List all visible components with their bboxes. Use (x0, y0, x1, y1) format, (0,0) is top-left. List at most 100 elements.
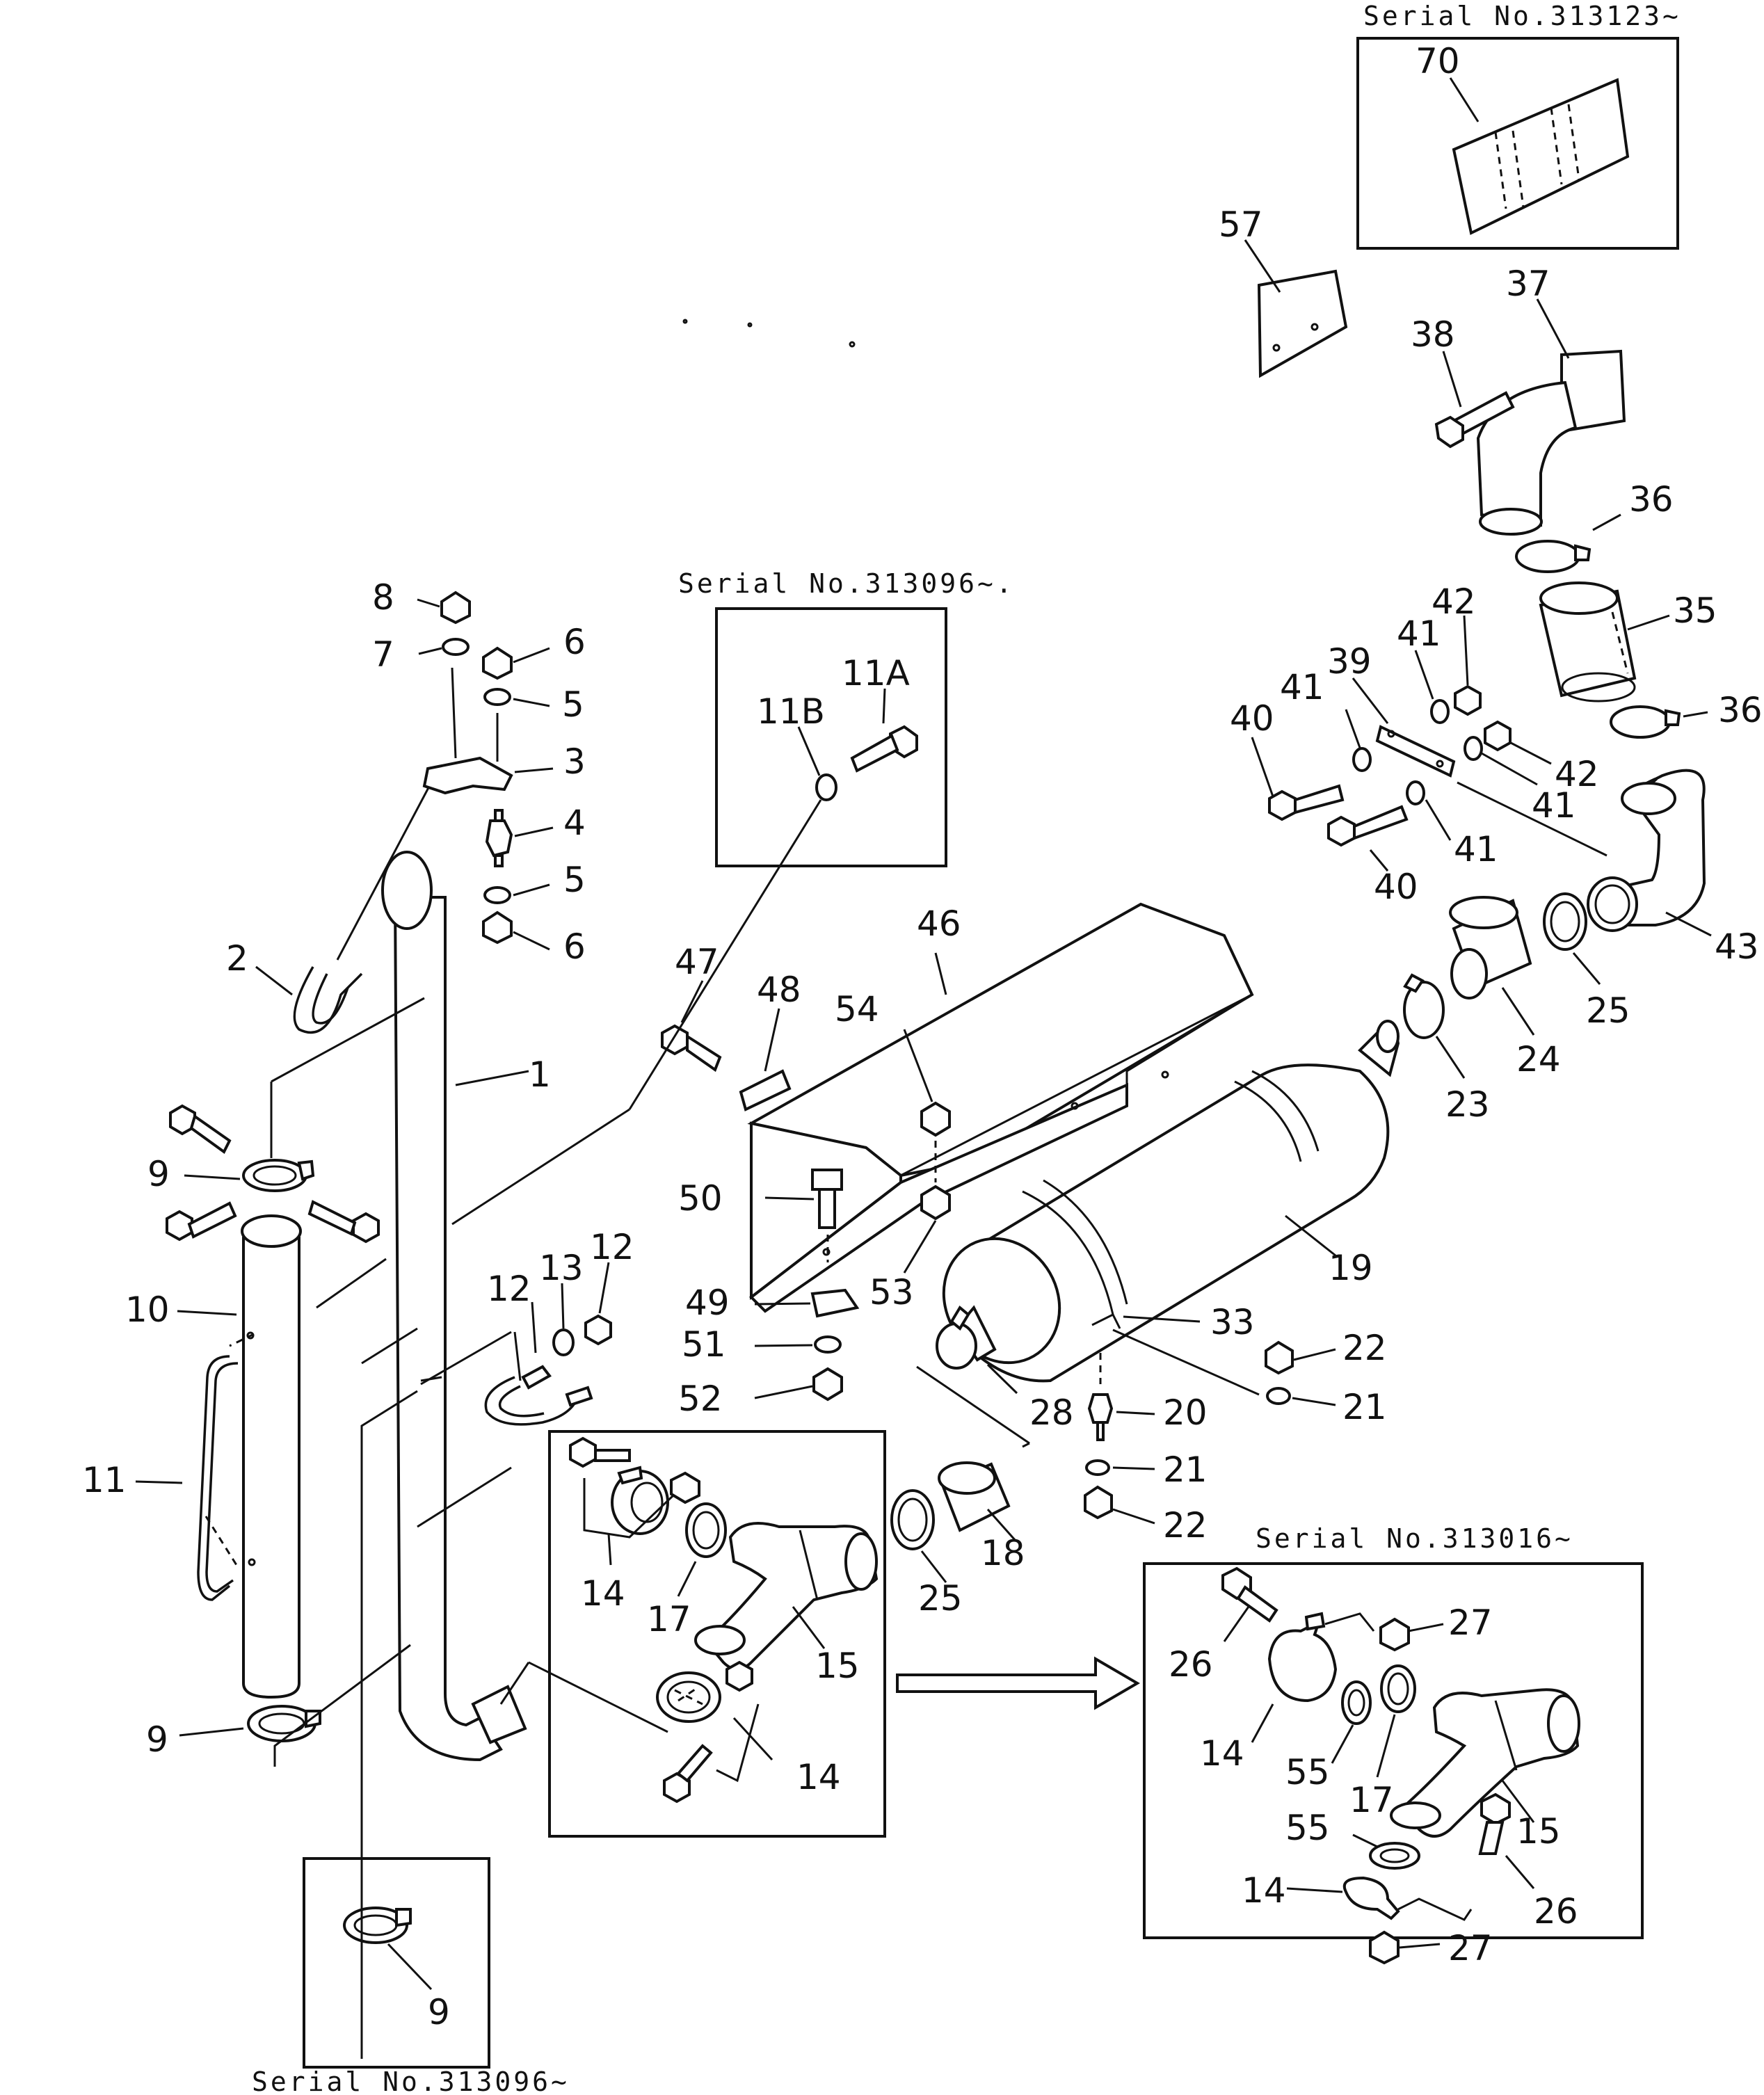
callout-37: 37 (1506, 264, 1550, 304)
callout-27b: 27 (1448, 1928, 1493, 1968)
part-5-washer-lower (483, 886, 511, 904)
callout-11a: 11A (842, 653, 910, 693)
part-26-bolt-lower (1478, 1792, 1511, 1855)
part-9-clamp-upper (242, 1159, 315, 1192)
callout-27a: 27 (1448, 1603, 1493, 1643)
callout-49: 49 (685, 1283, 730, 1323)
callout-11b: 11B (757, 691, 825, 732)
part-22-nut-lower (1084, 1485, 1113, 1520)
callout-36b: 36 (1718, 690, 1763, 730)
callout-9b: 9 (146, 1719, 168, 1760)
part-5-washer-upper (483, 688, 511, 706)
callout-12a: 12 (590, 1227, 634, 1267)
callout-41d: 41 (1454, 829, 1498, 869)
callout-43: 43 (1715, 926, 1759, 967)
part-40-bolt-upper (1268, 784, 1345, 821)
inset-frame-y-pipe (548, 1430, 886, 1838)
callout-2: 2 (226, 938, 248, 979)
inset-frame-serial-313123 (1356, 37, 1679, 250)
callout-10: 10 (125, 1290, 170, 1330)
callout-11: 11 (82, 1460, 127, 1500)
callout-26a: 26 (1169, 1644, 1213, 1685)
callout-14c: 14 (1200, 1733, 1244, 1774)
callout-55a: 55 (1285, 1752, 1330, 1792)
part-14-clamp-right-lower (1342, 1876, 1400, 1920)
part-41-washer-a (1352, 747, 1372, 772)
callout-52: 52 (678, 1379, 723, 1419)
callout-20: 20 (1163, 1392, 1208, 1433)
callout-6b: 6 (563, 926, 586, 967)
callout-9a: 9 (147, 1154, 170, 1194)
serial-label-middle: Serial No.313096~. (678, 568, 1015, 599)
callout-38: 38 (1411, 314, 1455, 355)
part-4-mount-rubber (485, 809, 513, 867)
callout-26b: 26 (1534, 1891, 1578, 1932)
part-7-washer (442, 638, 470, 656)
callout-70: 70 (1416, 41, 1460, 81)
part-11-guard-rod (197, 1355, 239, 1601)
callout-17b: 17 (1349, 1780, 1394, 1820)
serial-label-right: Serial No.313016~ (1256, 1523, 1573, 1554)
part-36-clamp-upper (1515, 540, 1591, 573)
callout-54: 54 (835, 989, 879, 1029)
part-51-washer (814, 1335, 842, 1354)
part-28-inlet-pipe (936, 1305, 997, 1370)
part-10-extension-pipe (241, 1214, 302, 1699)
callout-48: 48 (757, 970, 801, 1010)
part-41-washer-b (1430, 699, 1450, 724)
part-14-clamp-right-upper (1267, 1612, 1338, 1703)
part-3-bracket (422, 756, 513, 795)
part-41-washer-c (1464, 736, 1483, 761)
part-9-clamp-lower (247, 1705, 321, 1742)
part-9-bolt-a (169, 1104, 232, 1155)
part-53-nut (920, 1185, 951, 1221)
callout-19: 19 (1329, 1248, 1373, 1288)
part-19-muffler (942, 1020, 1400, 1383)
part-20-mount-rubber (1087, 1393, 1114, 1441)
callout-23: 23 (1445, 1084, 1490, 1125)
part-35-sleeve (1539, 581, 1637, 703)
part-14-clamp-upper (569, 1436, 700, 1535)
part-55-washer-upper (1341, 1680, 1372, 1725)
serial-label-top-right: Serial No.313123~ (1363, 1, 1681, 31)
callout-25a: 25 (1586, 990, 1630, 1031)
part-43-elbow (1587, 769, 1706, 932)
part-49-bracket (810, 1288, 860, 1318)
callout-21b: 21 (1163, 1450, 1208, 1490)
callout-53: 53 (869, 1272, 914, 1313)
part-14-clamp-lower (656, 1660, 753, 1804)
part-8-nut (440, 591, 471, 625)
callout-7: 7 (372, 634, 394, 675)
callout-15b: 15 (1516, 1811, 1561, 1852)
callout-15a: 15 (815, 1646, 860, 1686)
callout-40b: 40 (1374, 867, 1418, 907)
callout-9c: 9 (428, 1992, 450, 2032)
part-36-clamp-lower (1610, 705, 1681, 739)
part-48-plate (739, 1069, 792, 1111)
part-17-gasket-right (1380, 1664, 1416, 1713)
callout-47: 47 (675, 942, 719, 982)
part-11a-bolt (850, 725, 918, 773)
callout-6a: 6 (563, 622, 586, 662)
part-42-nut-a (1454, 684, 1482, 716)
part-40-bolt-lower (1327, 805, 1409, 847)
callout-18: 18 (981, 1533, 1025, 1573)
callout-41b: 41 (1397, 613, 1441, 654)
part-1-tailpipe (381, 851, 527, 1762)
callout-17a: 17 (647, 1599, 691, 1639)
callout-35: 35 (1673, 591, 1717, 631)
part-54-nut (920, 1101, 951, 1137)
part-57-bracket (1257, 269, 1348, 378)
part-9-bolt-c (307, 1200, 380, 1244)
callout-46: 46 (917, 904, 961, 944)
callout-22a: 22 (1342, 1328, 1387, 1368)
part-9-bolt-b (166, 1201, 237, 1242)
serial-label-bottom-left: Serial No.313096~ (252, 2066, 570, 2095)
part-11b-washer (815, 773, 837, 801)
callout-57: 57 (1219, 204, 1263, 245)
callout-8: 8 (372, 577, 394, 618)
callout-14a: 14 (581, 1573, 625, 1614)
callout-41c: 41 (1532, 785, 1576, 826)
part-27-nut-upper (1379, 1617, 1410, 1652)
